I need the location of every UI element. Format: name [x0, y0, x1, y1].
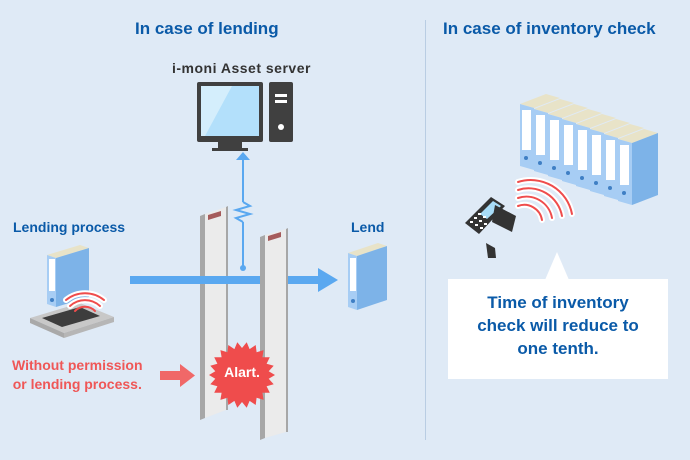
lending-title: In case of lending [135, 19, 279, 38]
lend-label: Lend [351, 219, 385, 235]
lend-arrow-shaft [130, 276, 320, 284]
alert-label: Alart. [224, 364, 260, 380]
binder-icon-lending [47, 245, 89, 307]
callout-line: check will reduce to [477, 316, 639, 335]
gate-pillar-right [260, 228, 288, 440]
server-tower-icon [269, 82, 293, 142]
server-connection-line [232, 160, 254, 268]
rfid-waves-lending [63, 290, 107, 312]
handheld-scanner-icon [465, 197, 516, 258]
callout-line: one tenth. [517, 339, 599, 358]
binder-icon [590, 119, 630, 195]
binder-icon [520, 94, 560, 170]
rfid-waves-inventory [515, 177, 575, 223]
server-label: i-moni Asset server [172, 60, 311, 76]
binder-icon [576, 114, 616, 190]
up-arrow-head [236, 152, 250, 160]
binder-icon-lent [348, 243, 387, 310]
callout-line: Time of inventory [487, 293, 629, 312]
unauthorized-label: Without permission or lending process. [12, 357, 143, 392]
alert-starburst-icon [209, 342, 275, 408]
section-divider [425, 20, 426, 440]
binder-icon [534, 99, 574, 175]
monitor-icon [197, 82, 263, 151]
binder-icon [604, 124, 644, 200]
lending-process-label: Lending process [13, 219, 126, 235]
binder-row-icon [520, 94, 658, 205]
connection-dot [240, 265, 246, 271]
callout-box: Time of inventory check will reduce to o… [448, 279, 668, 379]
lend-arrow-head [318, 268, 338, 292]
unauthorized-arrow [160, 364, 195, 387]
callout-pointer [545, 252, 569, 280]
binder-icon [548, 104, 588, 180]
binder-icon [618, 129, 658, 205]
inventory-title: In case of inventory check [443, 19, 656, 38]
binder-icon [562, 109, 602, 185]
